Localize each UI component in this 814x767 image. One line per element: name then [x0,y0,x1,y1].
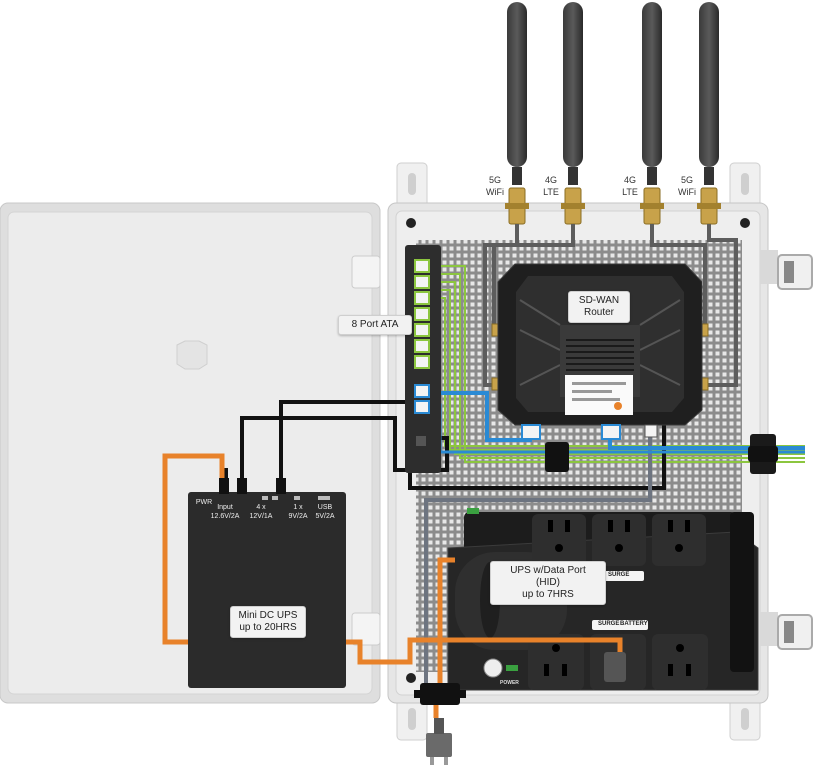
router-callout: SD-WAN Router [568,291,630,323]
screw-icon [406,673,416,683]
ups-outlet-icon [592,514,646,566]
router-sticker [565,375,633,415]
ata-label: 8 Port ATA [351,319,399,330]
cable-gland-right [748,434,778,474]
ups-outlet-icon [532,514,586,566]
out4-spec: 12V/1A [249,513,273,520]
antenna-type: WiFi [678,187,696,197]
input-spec: 12.6V/2A [210,513,240,520]
antenna-label: 4G LTE [616,174,644,198]
antenna-band: 5G [488,175,501,185]
cable-clip [545,442,569,472]
dc-ups-label-line1: Mini DC UPS [238,610,298,621]
antenna-type: WiFi [486,187,504,197]
router-label-line1: SD-WAN [578,295,620,306]
out1-spec: 9V/2A [288,513,308,520]
power-label: POWER [500,680,519,686]
ata-callout: 8 Port ATA [338,315,412,335]
antenna-icon [642,2,662,185]
screw-icon [740,218,750,228]
surge-battery-label-1: SURGE [598,621,620,627]
antenna-band: 5G [680,175,693,185]
surge-battery-label-2: BATTERY [620,621,648,627]
out4-port-label: 4 x 12V/1A [244,503,278,521]
input-label: Input [217,504,233,511]
pwr-label: PWR [195,499,213,506]
usb-port-label: USB 5V/2A [311,503,339,521]
ups-label-line1: UPS w/Data Port (HID) [510,565,586,588]
ups-callout: UPS w/Data Port (HID) up to 7HRS [490,561,606,605]
antenna-band: 4G [544,175,557,185]
sdwan-router [497,263,703,440]
antenna-band: 4G [623,175,636,185]
antennas [505,2,721,225]
ups-outlet-icon [652,514,706,566]
dc-ups-callout: Mini DC UPS up to 20HRS [230,606,306,638]
out4-label: 4 x [256,504,266,511]
antenna-type: LTE [622,187,638,197]
antenna-icon [699,2,719,185]
door-vent-icon [176,340,208,370]
ups-outlet-icon [528,634,584,690]
ups-label-line2: up to 7HRS [522,589,574,600]
antenna-label: 5G WiFi [481,174,509,198]
ac-plug [414,683,466,765]
surge-label: SURGE [608,572,630,578]
ups-plug-icon [604,652,626,682]
screw-icon [406,218,416,228]
mini-dc-ups [188,478,346,688]
pigtail-cables [483,224,738,387]
door-hinge-top [351,255,381,289]
dc-ups-label-line2: up to 20HRS [239,622,297,633]
antenna-icon [563,2,583,185]
out1-port-label: 1 x 9V/2A [284,503,312,521]
usb-hid-cable [424,425,652,690]
door-hinge-bottom [351,612,381,646]
power-button-icon [483,658,503,678]
antenna-type: LTE [543,187,559,197]
antenna-icon [507,2,527,185]
usb-label: USB [317,504,333,511]
antenna-label: 5G WiFi [673,174,701,198]
input-port-label: Input 12.6V/2A [208,503,242,521]
antenna-label: 4G LTE [537,174,565,198]
ups-outlet-icon [652,634,708,690]
usb-spec: 5V/2A [315,513,335,520]
router-label-line2: Router [583,307,614,318]
ata-device [405,245,441,473]
out1-label: 1 x [293,504,303,511]
ac-power-cables [162,453,623,718]
